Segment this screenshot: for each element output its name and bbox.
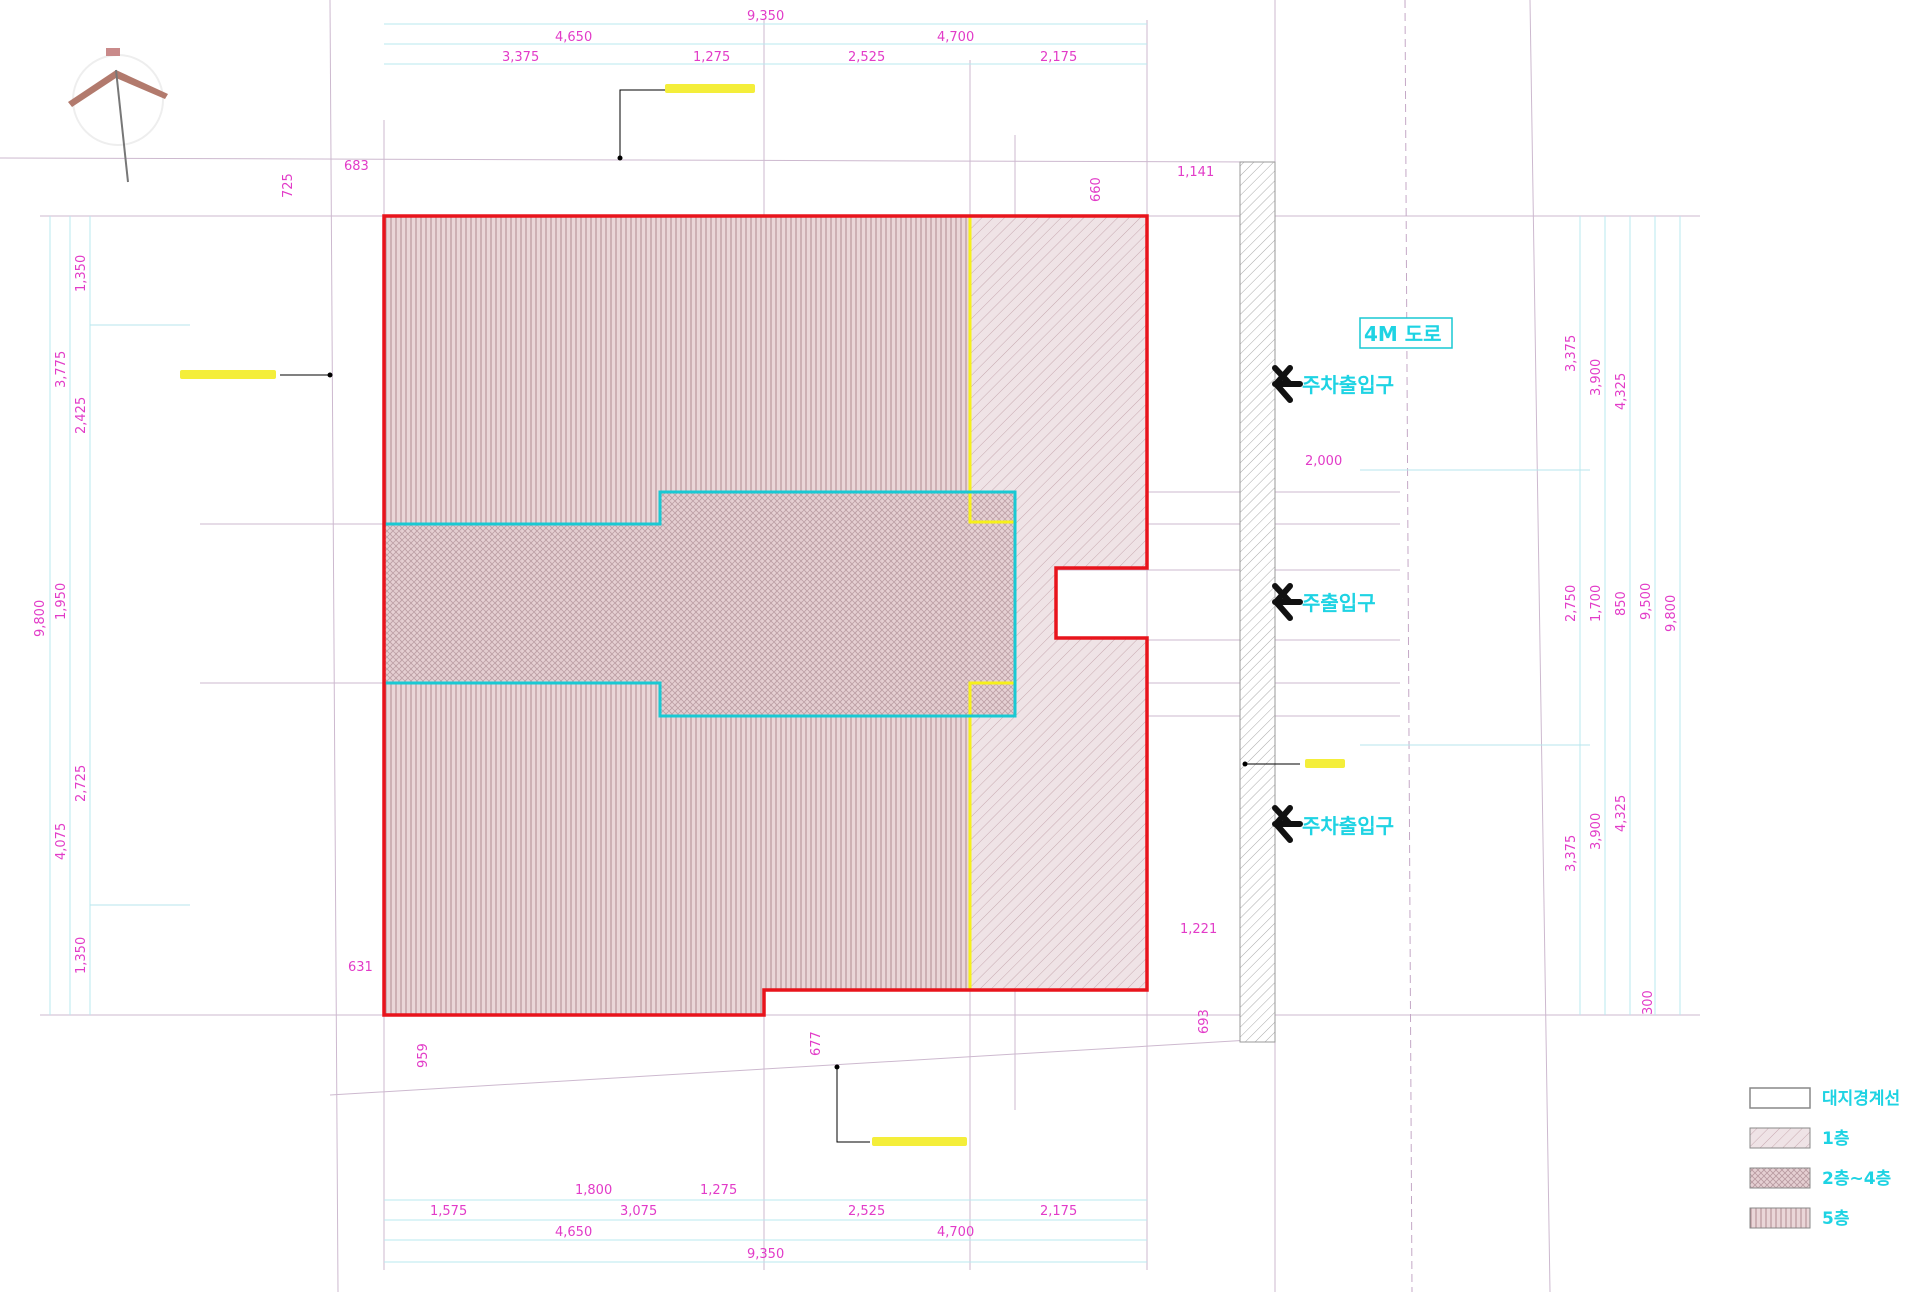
dim-right-col-e: 9,800 [1664,595,1679,632]
road-label-box [1359,317,1453,349]
main-entrance-label: 주출입구 [1302,591,1376,615]
north-arrow-icon [68,48,168,183]
parking-entrance-bottom-label: 주차출입구 [1302,814,1394,838]
dim-left-col-a: 2,725 [74,765,89,802]
dim-bottom-row2: 2,525 [848,1204,885,1219]
dim-right-col-d: 9,500 [1639,583,1654,620]
dim-right-col-a: 3,375 [1564,335,1579,372]
road-sidewalk-hatch [1239,161,1276,1043]
dim-left-col-a: 1,350 [74,255,89,292]
parking-entrance-top-label: 주차출입구 [1302,373,1394,397]
dim-1221: 1,221 [1180,922,1217,937]
dim-bottom-row3: 4,700 [937,1225,974,1240]
dim-725: 725 [281,173,296,198]
dim-bottom-row2: 1,575 [430,1204,467,1219]
dim-right-col-b: 3,900 [1589,359,1604,396]
annotation-leaders [280,89,1300,1143]
dim-bottom-row1: 1,275 [700,1183,737,1198]
dim-683: 683 [344,159,369,174]
dim-top-row3: 2,525 [848,50,885,65]
dim-right-col-a: 2,750 [1564,585,1579,622]
dim-top-row3: 2,175 [1040,50,1077,65]
dim-right-col-c: 4,325 [1614,373,1629,410]
dim-631: 631 [348,960,373,975]
dim-left-col-b: 3,775 [54,351,69,388]
dim-bottom-total: 9,350 [747,1247,784,1262]
dim-677: 677 [809,1031,824,1056]
legend-label: 1층 [1822,1129,1850,1149]
dim-660: 660 [1089,177,1104,202]
dim-right-col-c: 850 [1614,591,1629,616]
dim-left-col-a: 2,425 [74,397,89,434]
yellow-notes [180,84,1345,1146]
legend-swatch-cross [1749,1167,1811,1189]
dim-right-col-b: 1,700 [1589,585,1604,622]
legend-swatch-diagonal [1749,1127,1811,1149]
core-outline [384,490,1017,718]
legend-label: 2층~4층 [1822,1169,1892,1189]
dim-bottom-row2: 2,175 [1040,1204,1077,1219]
dim-top-row2: 4,650 [555,30,592,45]
dim-bottom-row2: 3,075 [620,1204,657,1219]
dim-top-row3: 3,375 [502,50,539,65]
dim-bottom-row1: 1,800 [575,1183,612,1198]
dim-right-col-b: 3,900 [1589,813,1604,850]
dim-left-col-a: 1,950 [54,583,69,620]
dim-top-row3: 1,275 [693,50,730,65]
building-outline [382,214,1149,1017]
legend-label: 대지경계선 [1822,1089,1900,1109]
dim-top-row2: 4,700 [937,30,974,45]
dim-left-col-a: 1,350 [74,937,89,974]
dim-bottom-row3: 4,650 [555,1225,592,1240]
dim-left-total: 9,800 [33,600,48,637]
dim-959: 959 [416,1043,431,1068]
legend-swatch-boundary [1749,1087,1811,1109]
dim-right-bottom: 300 [1641,990,1656,1015]
legend-swatch-vertical [1749,1207,1811,1229]
dim-right-col-a: 3,375 [1564,835,1579,872]
dim-right-col-c: 4,325 [1614,795,1629,832]
dim-top-total: 9,350 [747,9,784,24]
legend-label: 5층 [1822,1209,1850,1229]
dim-693: 693 [1197,1009,1212,1034]
legend: 대지경계선 1층 2층~4층 5층 [1749,1087,1900,1229]
dim-1141: 1,141 [1177,165,1214,180]
road-label: 4M 도로 [1364,322,1442,346]
building-footprint [382,214,1149,1017]
dim-left-col-b: 4,075 [54,823,69,860]
dim-2000: 2,000 [1305,454,1342,469]
